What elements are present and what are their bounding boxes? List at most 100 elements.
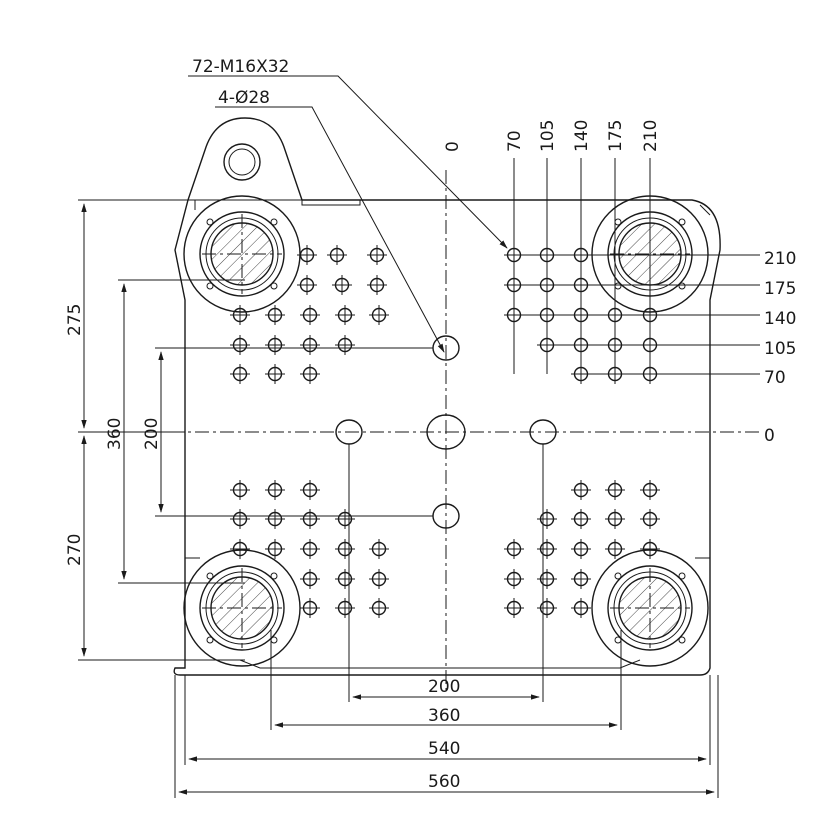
bolt-hole xyxy=(300,539,320,559)
column-label-105: 105 xyxy=(538,120,558,152)
bolt-hole xyxy=(537,539,557,559)
bolt-hole xyxy=(297,275,317,295)
bolt-hole xyxy=(230,364,250,384)
bolt-hole xyxy=(571,509,591,529)
tie-bar-screw xyxy=(614,218,622,226)
column-label-140: 140 xyxy=(572,120,592,152)
eye-hole-inner xyxy=(228,148,256,176)
bolt-hole xyxy=(300,364,320,384)
row-label-105: 105 xyxy=(764,339,796,359)
bolt-hole xyxy=(265,305,285,325)
row-label-175: 175 xyxy=(764,279,796,299)
tie-bar-screw xyxy=(678,282,686,290)
platen-width-dimension: 540 xyxy=(428,739,460,759)
bolt-hole xyxy=(367,245,387,265)
row-label-140: 140 xyxy=(764,309,796,329)
bolt-hole xyxy=(504,598,524,618)
tie-bar-screw xyxy=(678,636,686,644)
vertical-zero-label: 0 xyxy=(443,141,463,152)
row-extension-lines xyxy=(514,254,760,375)
bolt-hole xyxy=(537,509,557,529)
tie-bar-screw xyxy=(206,282,214,290)
tie-bar-screw xyxy=(678,572,686,580)
center-holes-vertical-dimension: 200 xyxy=(142,418,162,450)
tie-bar-screw xyxy=(270,572,278,580)
bolt-hole xyxy=(300,305,320,325)
bolt-hole xyxy=(300,598,320,618)
bolt-hole xyxy=(640,539,660,559)
bolt-hole xyxy=(265,335,285,355)
bolt-hole xyxy=(367,275,387,295)
bolt-hole xyxy=(571,569,591,589)
column-label-210: 210 xyxy=(641,120,661,152)
through-holes-callout: 4-Ø28 xyxy=(218,88,270,108)
bolt-hole xyxy=(265,539,285,559)
center-lines xyxy=(170,170,760,690)
bolt-hole xyxy=(640,480,660,500)
tie-bar-screw xyxy=(206,218,214,226)
tie-bar-vertical-dimension: 360 xyxy=(105,418,125,450)
tie-bar-screw xyxy=(270,636,278,644)
tie-bar-horizontal-dimension: 360 xyxy=(428,706,460,726)
tie-bar-screw xyxy=(206,636,214,644)
tie-bar-screw xyxy=(614,572,622,580)
bolt-hole xyxy=(369,598,389,618)
bottom-dimensions: 200 360 540 560 xyxy=(174,444,719,798)
bolt-hole xyxy=(504,569,524,589)
tie-bar-ring xyxy=(199,565,285,651)
tie-bar-screw xyxy=(206,572,214,580)
callout-leaders xyxy=(188,75,508,353)
column-extension-lines xyxy=(513,158,651,374)
bolt-hole xyxy=(335,305,355,325)
tie-bar-screw xyxy=(678,218,686,226)
lower-half-dimension: 270 xyxy=(65,534,85,566)
tie-bar-ring xyxy=(199,211,285,297)
horizontal-zero-label: 0 xyxy=(764,426,775,446)
tapped-hole-leader xyxy=(188,75,508,249)
top-column-labels: 0 70 105 140 175 210 xyxy=(443,120,661,152)
tie-bar-screw xyxy=(270,218,278,226)
right-row-labels: 210 175 140 105 70 0 xyxy=(764,249,796,446)
bolt-hole xyxy=(265,480,285,500)
bolt-hole xyxy=(300,509,320,529)
bolt-hole xyxy=(369,305,389,325)
bolt-hole xyxy=(605,480,625,500)
bolt-hole xyxy=(230,480,250,500)
bolt-hole xyxy=(335,598,355,618)
bolt-hole xyxy=(230,335,250,355)
tapped-holes-callout: 72-M16X32 xyxy=(192,57,289,77)
bolt-hole xyxy=(335,569,355,589)
row-label-210: 210 xyxy=(764,249,796,269)
column-label-175: 175 xyxy=(606,120,626,152)
tie-bar-bottom-right xyxy=(591,549,709,667)
bolt-hole xyxy=(230,509,250,529)
tie-bar-bosses xyxy=(183,195,709,667)
bolt-hole xyxy=(265,509,285,529)
bolt-hole xyxy=(332,275,352,295)
bolt-hole xyxy=(265,364,285,384)
row-label-70: 70 xyxy=(764,368,786,388)
bolt-hole xyxy=(335,335,355,355)
tie-bar-screw xyxy=(614,282,622,290)
bolt-hole xyxy=(571,539,591,559)
bolt-hole xyxy=(335,539,355,559)
tie-bar-bottom-left xyxy=(183,549,301,667)
bolt-hole xyxy=(327,245,347,265)
upper-half-dimension: 275 xyxy=(65,304,85,336)
bolt-hole xyxy=(369,569,389,589)
bolt-hole xyxy=(571,480,591,500)
bolt-hole xyxy=(537,598,557,618)
center-holes-horizontal-dimension: 200 xyxy=(428,677,460,697)
column-label-70: 70 xyxy=(505,130,525,152)
bolt-hole xyxy=(297,245,317,265)
bolt-hole xyxy=(605,509,625,529)
tie-bar-top-left xyxy=(183,195,301,313)
bolt-hole xyxy=(335,509,355,529)
left-dimensions: 275 270 360 200 xyxy=(65,199,433,661)
bolt-hole xyxy=(537,569,557,589)
bolt-hole xyxy=(571,598,591,618)
overall-width-dimension: 560 xyxy=(428,772,460,792)
tie-bar-screw xyxy=(270,282,278,290)
bolt-hole xyxy=(504,539,524,559)
